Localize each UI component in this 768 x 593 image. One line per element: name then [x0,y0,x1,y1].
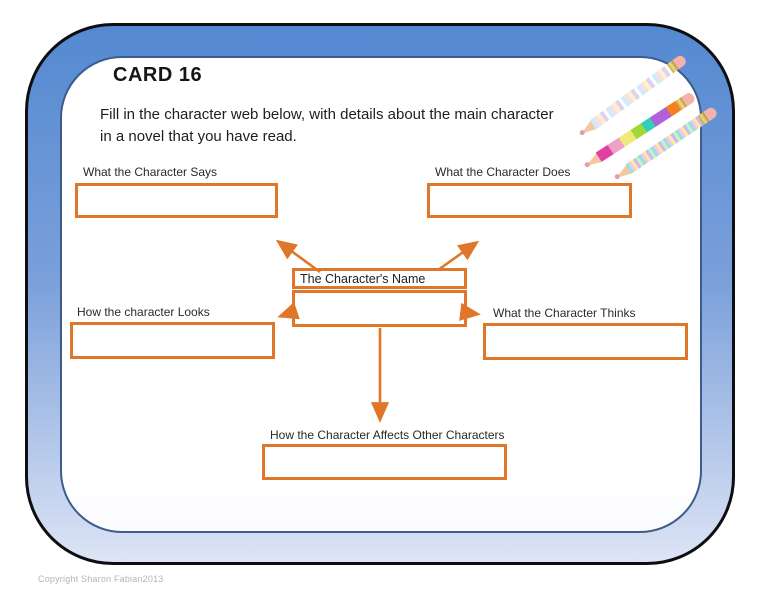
says-label: What the Character Says [83,165,218,179]
instructions-line-2: in a novel that you have read. [100,128,297,145]
instructions-line-1: Fill in the character web below, with de… [100,106,554,123]
affects-label: How the Character Affects Other Characte… [270,428,505,442]
page-title: CARD 16 [113,64,203,86]
says-input-box[interactable] [75,183,278,218]
center-name-label-box: The Character's Name [292,268,467,289]
does-input-box[interactable] [427,183,632,218]
instructions-text: Fill in the character web below, with de… [100,104,554,148]
looks-input-box[interactable] [70,322,275,359]
affects-input-box[interactable] [262,444,507,480]
does-label: What the Character Does [435,165,571,179]
thinks-label: What the Character Thinks [493,306,636,320]
center-name-input-box[interactable] [292,290,467,327]
thinks-input-box[interactable] [483,323,688,360]
looks-label: How the character Looks [77,305,210,319]
copyright-text: Copyright Sharon Fabian2013 [38,574,164,584]
